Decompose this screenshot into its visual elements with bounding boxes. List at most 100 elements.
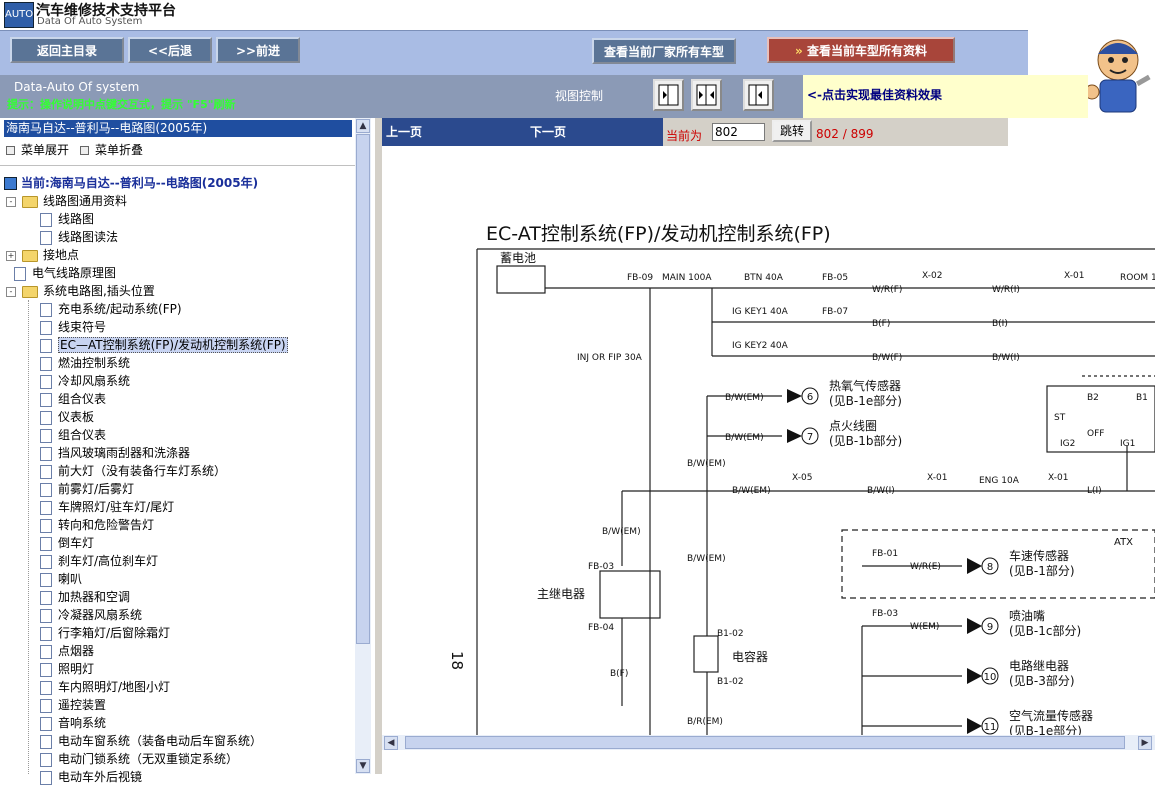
tree-label: 车牌照灯/驻车灯/尾灯 (58, 500, 175, 514)
diagram-label: X-01 (1064, 271, 1084, 281)
tree-item[interactable]: 行李箱灯/后窗除霜灯 (40, 624, 170, 642)
tree-item[interactable]: 倒车灯 (40, 534, 94, 552)
tree-item[interactable]: 燃油控制系统 (40, 354, 130, 372)
component-ref: (见B-1e部分) (1009, 723, 1082, 735)
tree-item[interactable]: 电气线路原理图 (6, 264, 116, 282)
document-icon (40, 698, 52, 713)
document-icon (40, 230, 52, 245)
diagram-label: W(EM) (910, 622, 939, 632)
app-logo: AUTO (4, 2, 34, 28)
tree-item[interactable]: 点烟器 (40, 642, 94, 660)
tree-item[interactable]: 照明灯 (40, 660, 94, 678)
tree-item[interactable]: 遥控装置 (40, 696, 106, 714)
left-scroll-thumb[interactable] (356, 134, 370, 644)
tree-item[interactable]: 线路图 (40, 210, 94, 228)
tree-item[interactable]: 刹车灯/高位刹车灯 (40, 552, 158, 570)
tree-item[interactable]: 电动门锁系统（无双重锁定系统） (40, 750, 238, 768)
scroll-right-icon[interactable]: ▶ (1138, 736, 1152, 750)
prev-page-link[interactable]: 上一页 (386, 125, 423, 139)
tree-item[interactable]: 喇叭 (40, 570, 82, 588)
jump-button[interactable]: 跳转 (772, 120, 812, 142)
capacitor-label: 电容器 (732, 649, 768, 664)
tree-item[interactable]: EC—AT控制系统(FP)/发动机控制系统(FP) (40, 336, 288, 354)
collapse-minus-icon[interactable]: - (6, 286, 16, 297)
tree-item[interactable]: 冷凝器风扇系统 (40, 606, 142, 624)
view-manufacturer-models-button[interactable]: 查看当前厂家所有车型 (592, 38, 736, 64)
tree-folder[interactable]: +接地点 (6, 246, 79, 264)
diagram-label: MAIN 100A (662, 273, 712, 283)
diagram-label: FB-03 (588, 562, 614, 572)
app-header (0, 0, 1155, 30)
menu-collapse-button[interactable]: 菜单折叠 (80, 141, 143, 158)
tree-item[interactable]: 组合仪表 (40, 390, 106, 408)
component-num: 8 (987, 562, 993, 573)
scroll-left-icon[interactable]: ◀ (384, 736, 398, 750)
tree-item[interactable]: 电动车窗系统（装备电动后车窗系统） (40, 732, 262, 750)
component-num: 10 (984, 672, 997, 683)
tree-item[interactable]: 线路图读法 (40, 228, 118, 246)
scroll-down-icon[interactable]: ▼ (356, 759, 370, 773)
tree-label: 刹车灯/高位刹车灯 (58, 554, 159, 568)
expand-plus-icon[interactable]: + (6, 250, 16, 261)
brand-label: Data-Auto Of system (14, 80, 140, 94)
view-expand-right-button[interactable] (653, 79, 684, 111)
current-node: 当前:海南马自达--普利马--电路图(2005年) (4, 174, 258, 191)
tree-item[interactable]: 电动车外后视镜 (40, 768, 142, 786)
tree-item[interactable]: 转向和危险警告灯 (40, 516, 154, 534)
next-page-link[interactable]: 下一页 (530, 125, 567, 139)
document-icon (40, 554, 52, 569)
panel-split-icon (696, 84, 717, 106)
tree-item[interactable]: 线束符号 (40, 318, 106, 336)
panel-splitter[interactable] (375, 118, 382, 774)
component-ref: (见B-1b部分) (829, 433, 902, 448)
left-tree-panel (0, 118, 375, 774)
forward-button[interactable]: >>前进 (216, 37, 300, 63)
component-name: 车速传感器 (1009, 548, 1069, 563)
diagram-label: B/R(EM) (687, 717, 723, 727)
document-icon (40, 608, 52, 623)
page-number-mark: 18 (448, 651, 466, 670)
back-button[interactable]: <<后退 (128, 37, 212, 63)
document-icon (40, 302, 52, 317)
tree-item[interactable]: 前大灯（没有装备行车灯系统） (40, 462, 226, 480)
tree-label: 加热器和空调 (58, 590, 131, 604)
tree-item[interactable]: 充电系统/起动系统(FP) (40, 300, 182, 318)
tree-label: 挡风玻璃雨刮器和洗涤器 (58, 446, 191, 460)
hint-text: 提示：操作说明中点键交互式，提示 "F5"刷新 (7, 98, 236, 111)
tree-item[interactable]: 加热器和空调 (40, 588, 130, 606)
menu-expand-button[interactable]: 菜单展开 (6, 141, 69, 158)
panel-right-icon (658, 84, 679, 106)
scroll-up-icon[interactable]: ▲ (356, 119, 370, 133)
view-split-button[interactable] (691, 79, 722, 111)
tree-item[interactable]: 冷却风扇系统 (40, 372, 130, 390)
diagram-label: B/W(EM) (725, 433, 764, 443)
horizontal-scroll-thumb[interactable] (405, 736, 1125, 749)
collapse-minus-icon[interactable]: - (6, 196, 16, 207)
tree-item[interactable]: 音响系统 (40, 714, 106, 732)
tree-label: 线路图通用资料 (43, 194, 128, 208)
computer-icon (4, 177, 17, 190)
page-count: 802 / 899 (816, 127, 874, 141)
tree-label: 电动车窗系统（装备电动后车窗系统） (58, 734, 263, 748)
diagram-label: ENG 10A (979, 476, 1020, 486)
tree-item[interactable]: 挡风玻璃雨刮器和洗涤器 (40, 444, 190, 462)
tree-label: 前雾灯/后雾灯 (58, 482, 135, 496)
tree-folder[interactable]: -系统电路图,插头位置 (6, 282, 155, 300)
document-icon (40, 338, 52, 353)
page-number-input[interactable] (712, 123, 765, 141)
document-icon (40, 446, 52, 461)
tree-item[interactable]: 前雾灯/后雾灯 (40, 480, 134, 498)
tree-item[interactable]: 车牌照灯/驻车灯/尾灯 (40, 498, 174, 516)
view-all-model-data-button[interactable]: » 查看当前车型所有资料 (767, 37, 955, 63)
tree-item[interactable]: 车内照明灯/地图小灯 (40, 678, 170, 696)
tree-folder[interactable]: - 线路图通用资料 (6, 192, 127, 210)
wiring-diagram: 6 7 8 9 10 11 EC-AT控制系统(FP)/发动机控制系统(FP) … (382, 146, 1155, 735)
view-collapse-left-button[interactable] (743, 79, 774, 111)
document-icon (40, 356, 52, 371)
tree-item[interactable]: 仪表板 (40, 408, 94, 426)
tree-item[interactable]: 组合仪表 (40, 426, 106, 444)
back-to-main-button[interactable]: 返回主目录 (10, 37, 124, 63)
tree-label: 仪表板 (58, 410, 95, 424)
folder-icon (22, 285, 38, 298)
document-icon (40, 392, 52, 407)
